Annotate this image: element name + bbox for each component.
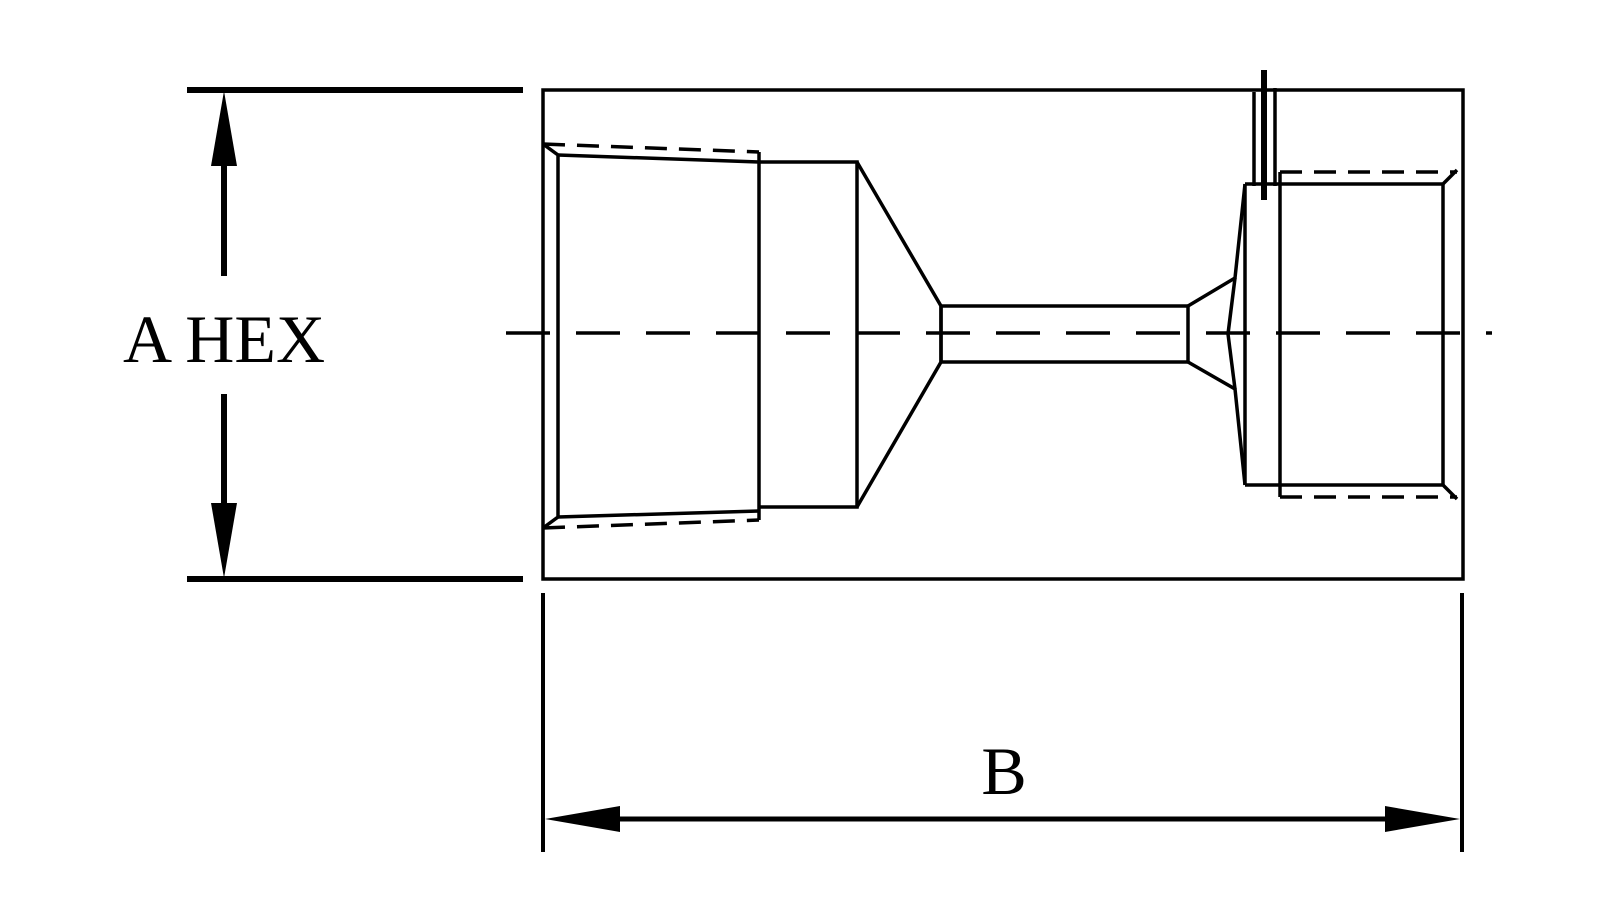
arrowhead-a-down	[211, 503, 237, 578]
left-bore-thread-top	[557, 153, 760, 164]
dimension-a	[187, 87, 523, 582]
arrowhead-a-up	[211, 91, 237, 166]
dimension-a-label: A HEX	[123, 301, 325, 377]
right-cone-chamfer-top	[1226, 277, 1237, 335]
right-cone-chamfer-bottom	[1226, 333, 1237, 390]
arrowhead-b-left	[545, 806, 620, 832]
arrowhead-b-right	[1385, 806, 1460, 832]
left-bore	[541, 142, 560, 530]
left-thread-root-top	[542, 142, 760, 154]
dimension-b-label: B	[981, 733, 1026, 809]
dimension-b	[541, 593, 1464, 852]
left-bore-thread-bottom	[557, 509, 760, 519]
left-thread-root-bottom	[542, 518, 760, 530]
